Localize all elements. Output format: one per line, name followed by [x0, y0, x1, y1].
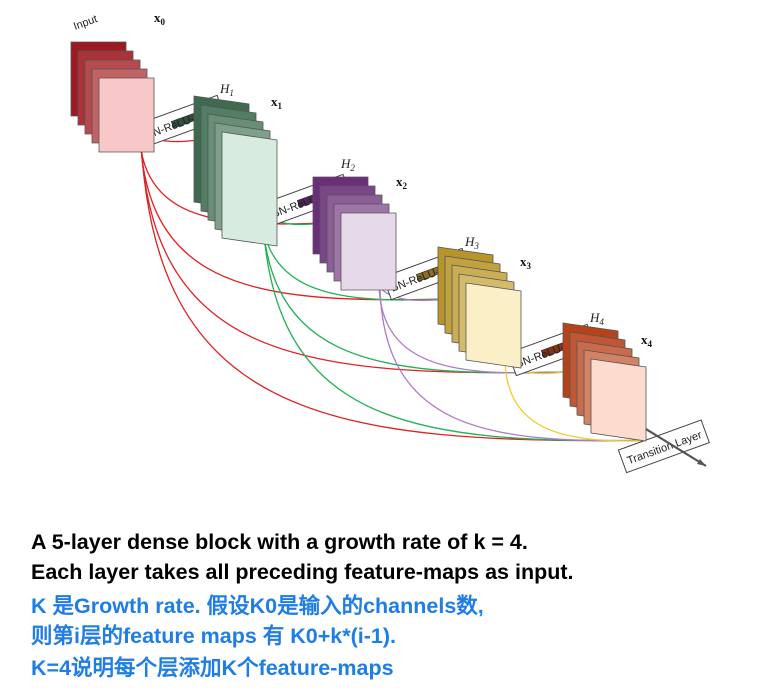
caption-line-4: 则第i层的feature maps 有 K0+k*(i-1).	[31, 624, 396, 648]
h3-label: H3	[464, 234, 479, 251]
feature-map-stack-x4	[562, 322, 647, 442]
h2-label: H2	[340, 156, 355, 173]
feature-map-stack-x2	[312, 176, 397, 291]
feature-map-sheet	[465, 282, 522, 369]
x1-label: x1	[271, 94, 283, 111]
connection-0-to-3	[139, 103, 567, 374]
x4-label: x4	[641, 332, 653, 349]
feature-map-sheet	[340, 212, 397, 291]
caption-line-3: K 是Growth rate. 假设K0是输入的channels数,	[31, 594, 484, 618]
input-label: Input	[72, 13, 99, 33]
feature-map-sheet	[98, 77, 155, 153]
dense-block-diagram: Transition Layer BN-ReLU-ConvBN-ReLU-Con…	[70, 10, 710, 474]
caption-line-1: A 5-layer dense block with a growth rate…	[31, 530, 528, 554]
h1-label: H1	[219, 81, 234, 98]
connection-0-to-4	[139, 103, 669, 442]
feature-map-stack-x3	[437, 246, 522, 369]
caption-line-2: Each layer takes all preceding feature-m…	[31, 560, 574, 584]
x3-label: x3	[520, 254, 532, 271]
feature-map-stack-x0	[70, 41, 155, 153]
feature-map-sheet	[221, 131, 278, 247]
feature-map-stacks	[70, 41, 647, 442]
feature-map-sheet	[590, 358, 647, 442]
transition-arrowhead	[697, 459, 706, 466]
connection-3-to-4	[504, 335, 669, 442]
feature-map-stack-x1	[193, 95, 278, 247]
x2-label: x2	[396, 174, 408, 191]
h4-label: H4	[589, 310, 604, 327]
caption-line-5: K=4说明每个层添加K个feature-maps	[31, 656, 394, 680]
x0-label: x0	[154, 10, 166, 27]
connection-2-to-4	[379, 261, 669, 442]
